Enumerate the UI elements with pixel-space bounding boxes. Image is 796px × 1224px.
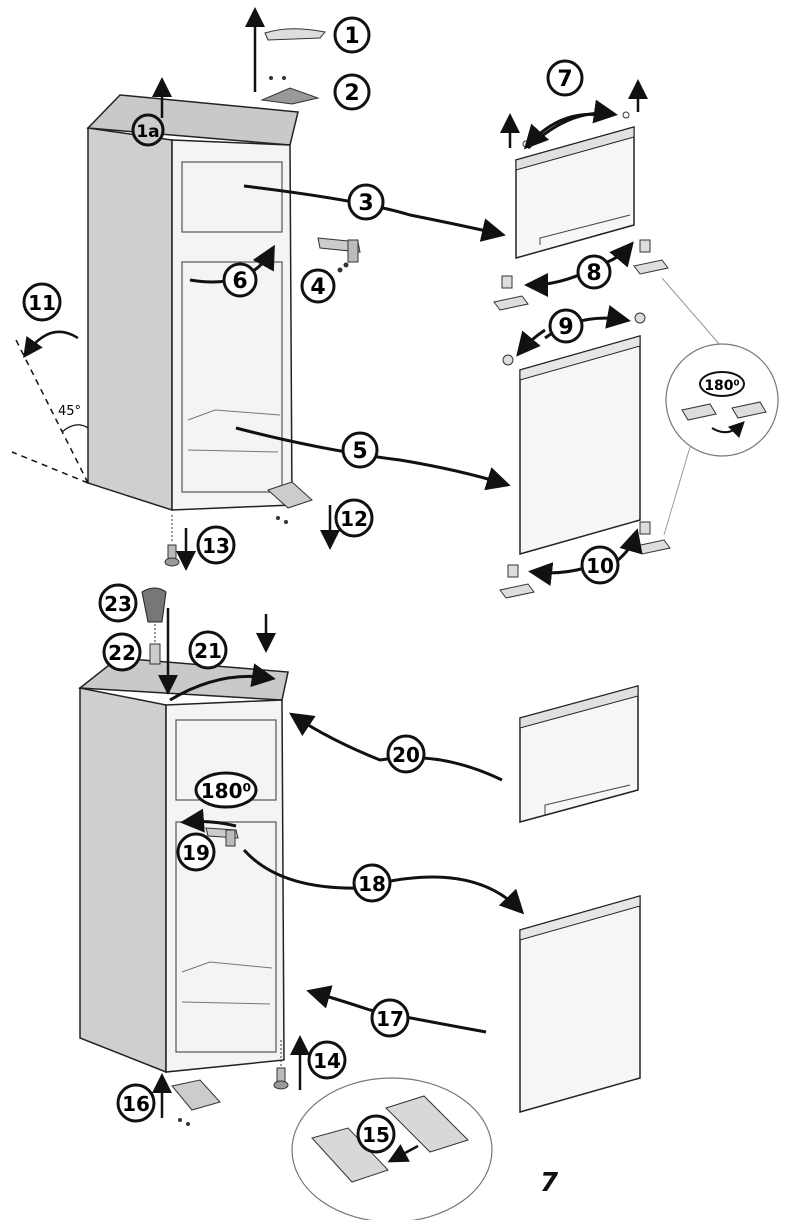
step-17-label: 17 [376, 1007, 404, 1031]
adjustable-foot [164, 515, 180, 567]
rotate-180-badge: 180⁰ [194, 771, 258, 809]
step-7-badge: 7 [546, 59, 584, 97]
middle-hinge-part-reversed [205, 827, 239, 847]
step-16-label: 16 [122, 1092, 150, 1116]
step-1a-badge: 1a [131, 113, 165, 147]
hinge-detail-inset [291, 1077, 493, 1223]
fridge-top [86, 94, 299, 512]
step-14-badge: 14 [307, 1040, 347, 1080]
step-12-badge: 12 [334, 498, 374, 538]
step-9-label: 9 [558, 315, 573, 340]
step-2-badge: 2 [333, 73, 371, 111]
step-1a-label: 1a [136, 122, 159, 142]
step-23-label: 23 [104, 592, 132, 616]
rotate-180-label: 180⁰ [201, 779, 252, 803]
tilt-angle: 45° [11, 330, 89, 484]
page-number: 7 [540, 1168, 559, 1198]
step-7-label: 7 [557, 67, 572, 92]
hinge-cover-part [260, 76, 320, 105]
step-18-label: 18 [358, 872, 386, 896]
step-20-label: 20 [392, 743, 420, 767]
bottom-hinge-part [267, 481, 313, 524]
handle-part [141, 587, 167, 665]
step-6-label: 6 [232, 269, 247, 294]
step-3-label: 3 [358, 191, 373, 216]
fridge-door-top [502, 312, 646, 555]
middle-hinge-part [317, 237, 361, 273]
step-11-label: 11 [28, 291, 56, 315]
step-6-badge: 6 [222, 262, 258, 298]
step-13-badge: 13 [196, 525, 236, 565]
step-15-label: 15 [362, 1123, 390, 1147]
step-16-badge: 16 [116, 1083, 156, 1123]
step-8-badge: 8 [576, 254, 612, 290]
step-8-label: 8 [586, 261, 601, 286]
step-1-badge: 1 [333, 16, 371, 54]
step-5-label: 5 [352, 439, 367, 464]
adjustable-foot-reversed [273, 1040, 289, 1090]
step-5-badge: 5 [341, 431, 379, 469]
door-stop-parts-10 [499, 521, 671, 599]
step-10-badge: 10 [580, 545, 620, 585]
step-23-badge: 23 [98, 583, 138, 623]
rotation-inset: 180⁰ [661, 277, 779, 536]
step-21-badge: 21 [188, 630, 228, 670]
step-4-badge: 4 [300, 268, 336, 304]
step-19-badge: 19 [176, 832, 216, 872]
step-numbers: 1 1a 2 3 4 5 6 7 8 9 10 11 12 13 14 15 1… [22, 16, 620, 1154]
step-17-badge: 17 [370, 998, 410, 1038]
step-4-label: 4 [310, 275, 325, 300]
step-12-label: 12 [340, 507, 368, 531]
freezer-door-top [515, 111, 635, 259]
step-1-label: 1 [344, 24, 359, 49]
freezer-door-bottom [519, 685, 639, 823]
fridge-door-bottom [519, 895, 641, 1113]
step-14-label: 14 [313, 1049, 341, 1073]
step-20-badge: 20 [386, 734, 426, 774]
rotate-180-inset-label: 180⁰ [704, 378, 739, 394]
bottom-hinge-reversed [171, 1079, 221, 1126]
step-3-badge: 3 [347, 183, 385, 221]
step-13-label: 13 [202, 534, 230, 558]
step-9-badge: 9 [548, 308, 584, 344]
step-15-badge: 15 [356, 1114, 396, 1154]
step-22-badge: 22 [102, 632, 142, 672]
door-stop-parts-8 [493, 239, 669, 311]
angle-label: 45° [58, 404, 81, 419]
step-10-label: 10 [586, 554, 614, 578]
step-19-label: 19 [182, 841, 210, 865]
step-22-label: 22 [108, 641, 136, 665]
top-cover-part [264, 28, 326, 41]
step-2-label: 2 [344, 81, 359, 106]
step-11-badge: 11 [22, 282, 62, 322]
step-21-label: 21 [194, 639, 222, 663]
step-18-badge: 18 [352, 863, 392, 903]
